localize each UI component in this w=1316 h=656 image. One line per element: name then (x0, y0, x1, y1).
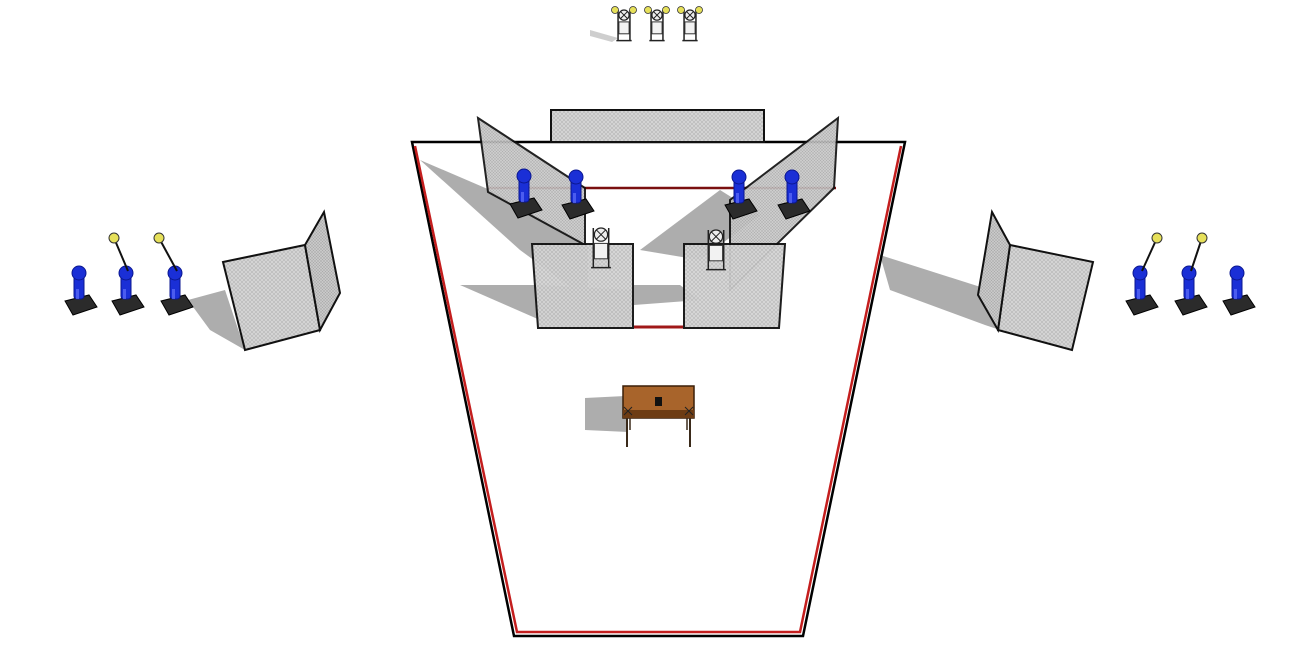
popper-target-icon (111, 265, 145, 316)
swinger-target-icon (706, 229, 726, 271)
popper-target-icon (1222, 265, 1256, 316)
popper-activator-icon (108, 232, 129, 272)
popper-target-icon (160, 265, 194, 316)
back-berm-wall (550, 109, 765, 143)
popper-target-icon (1125, 265, 1159, 316)
popper-target-icon (64, 265, 98, 316)
popper-activator-icon (1141, 232, 1163, 272)
outer-right-wall (976, 208, 1095, 352)
popper-target-icon (777, 169, 811, 220)
steel-plate-rack (611, 6, 703, 42)
start-table (622, 385, 695, 447)
rack-plate-icon (677, 6, 703, 14)
popper-target-icon (1174, 265, 1208, 316)
swinger-target-icon (682, 9, 698, 42)
pistol-icon (655, 397, 662, 406)
right-port-panel (683, 243, 787, 329)
port-swinger-group (591, 227, 726, 271)
left-target-array (64, 232, 194, 316)
bay-target-group (509, 168, 811, 220)
left-port-panel (530, 243, 634, 329)
popper-target-icon (724, 169, 758, 220)
swinger-target-icon (649, 9, 665, 42)
swinger-target-icon (616, 9, 632, 42)
swinger-target-icon (591, 227, 611, 269)
popper-target-icon (561, 169, 595, 220)
popper-activator-icon (153, 232, 178, 272)
popper-target-icon (509, 168, 543, 219)
rack-plate-icon (611, 6, 637, 14)
right-target-array (1125, 232, 1256, 316)
rack-plate-icon (644, 6, 670, 14)
popper-activator-icon (1190, 232, 1208, 272)
outer-left-wall (221, 209, 342, 352)
